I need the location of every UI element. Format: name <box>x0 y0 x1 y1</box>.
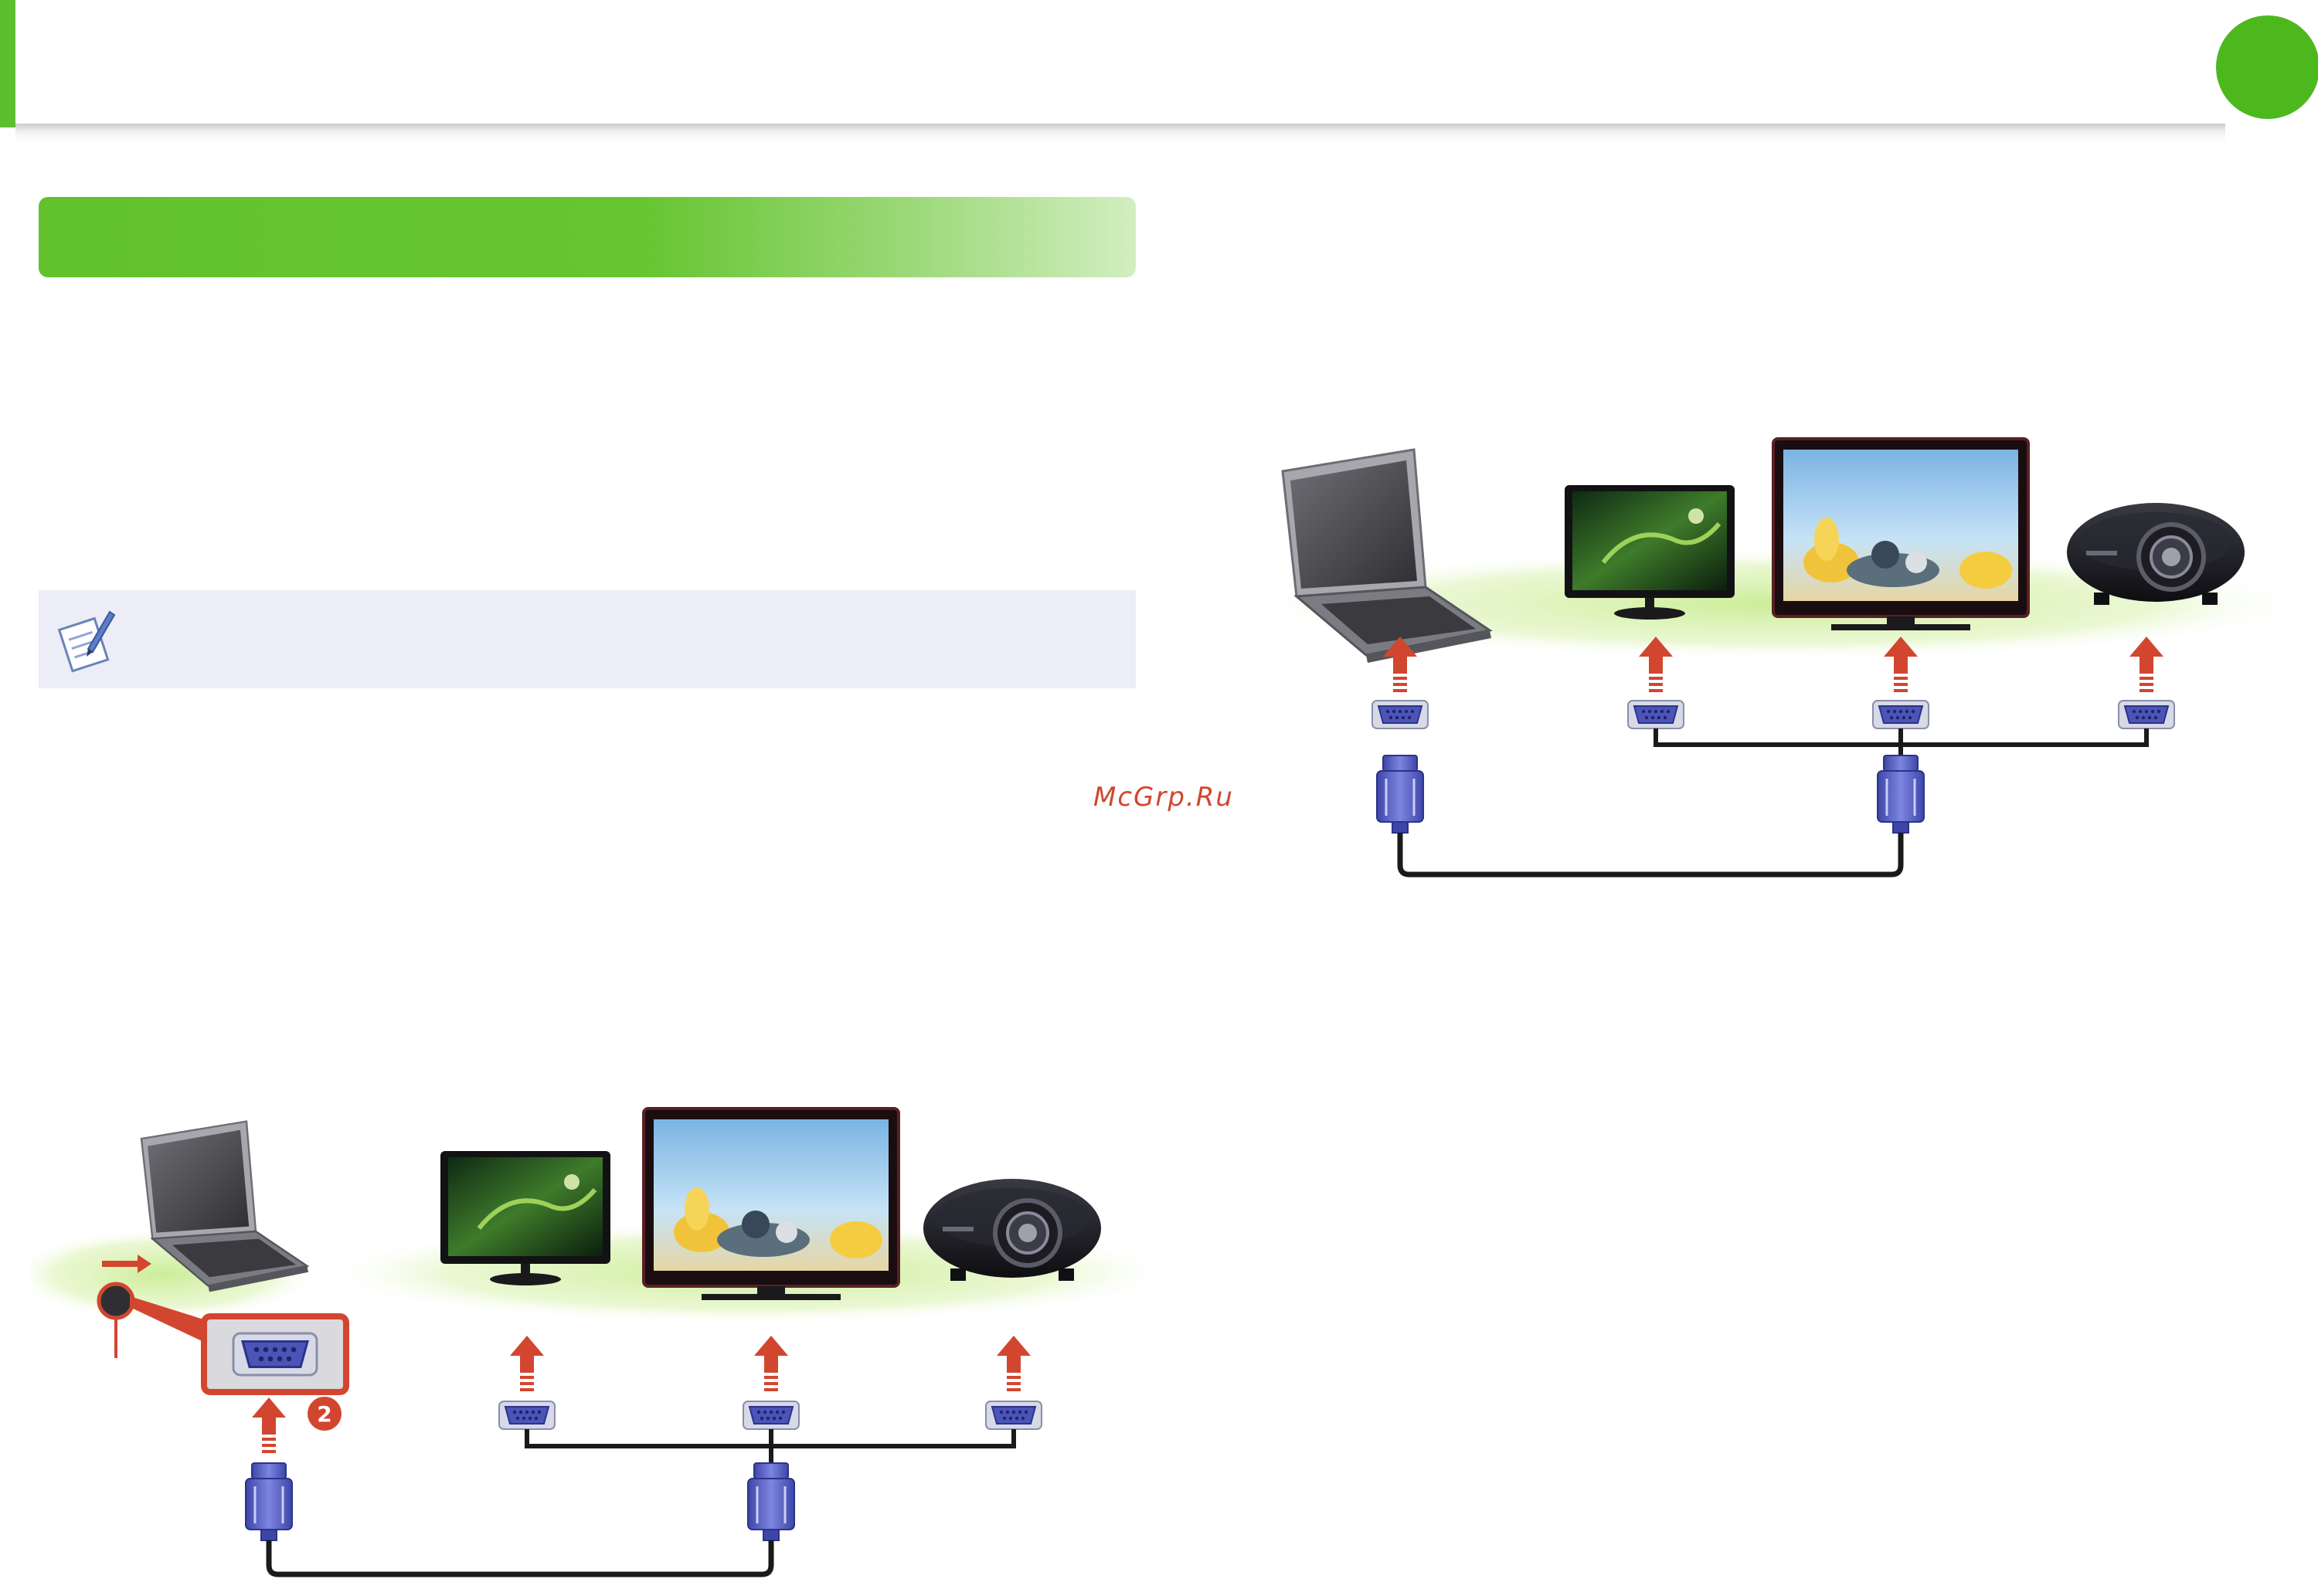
arrow-up-icon <box>754 1336 788 1391</box>
page-indicator-dot <box>2216 15 2318 119</box>
vga-cable <box>1397 833 1904 878</box>
note-pencil-icon <box>57 610 116 673</box>
step-badge: 2 <box>308 1397 342 1431</box>
left-accent-bar <box>0 0 15 127</box>
tv-icon <box>1772 437 2030 632</box>
connection-diagram-upper <box>1221 433 2287 896</box>
vga-port-icon <box>1872 700 1929 729</box>
header-rule <box>15 124 2225 142</box>
section-title-bar <box>39 197 1136 277</box>
vga-port-icon <box>1371 700 1429 729</box>
port-callout <box>97 1255 349 1395</box>
arrow-up-icon <box>252 1397 286 1453</box>
vga-plug-icon <box>244 1462 294 1542</box>
vga-port-icon <box>985 1401 1042 1430</box>
vga-port-icon <box>232 1332 318 1377</box>
arrow-up-icon <box>997 1336 1031 1391</box>
note-box <box>39 590 1136 688</box>
vga-port-icon <box>1627 700 1684 729</box>
vga-port-icon <box>498 1401 556 1430</box>
vga-plug-icon <box>746 1462 796 1542</box>
vga-plug-icon <box>1375 754 1425 834</box>
vga-plug-icon <box>1876 754 1925 834</box>
watermark: McGrp.Ru <box>1093 782 1234 813</box>
svg-text:2: 2 <box>317 1401 331 1427</box>
vga-cable <box>266 1540 774 1577</box>
vga-port-icon <box>2118 700 2175 729</box>
connection-diagram-lower: 2 <box>31 1097 1144 1591</box>
arrow-up-icon <box>510 1336 544 1391</box>
vga-port-icon <box>743 1401 800 1430</box>
tv-icon <box>642 1107 900 1302</box>
